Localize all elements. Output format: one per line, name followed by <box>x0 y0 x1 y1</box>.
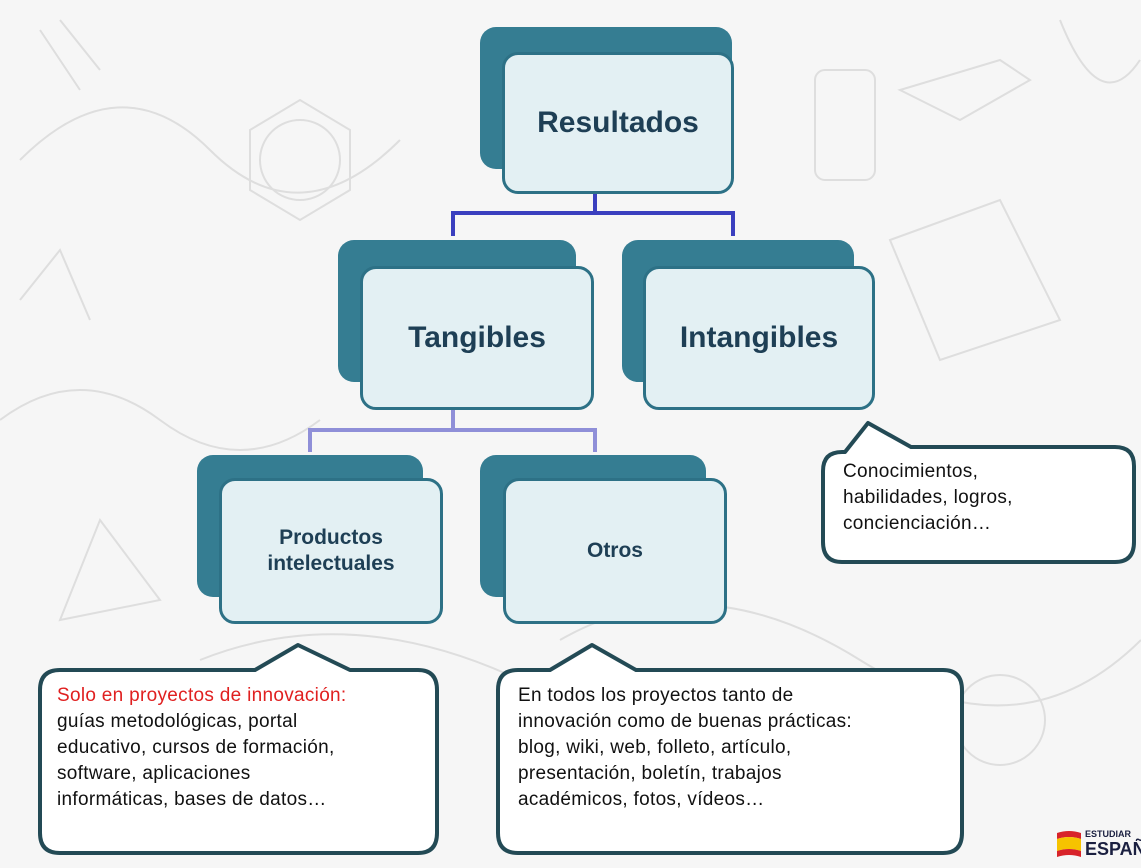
callout-line: informáticas, bases de datos… <box>57 789 327 810</box>
productos-callout-bubble <box>38 643 439 855</box>
productos-box: Productos intelectuales <box>219 478 443 624</box>
connector-bottom <box>308 410 597 452</box>
productos-callout-text: Solo en proyectos de innovación: guías m… <box>57 683 432 813</box>
callout-line: educativo, cursos de formación, <box>57 737 335 758</box>
estudiar-espana-logo: ESTUDIAR ESPAÑ <box>1055 827 1141 863</box>
intangibles-callout-text: Conocimientos, habilidades, logros, conc… <box>843 459 1128 537</box>
callout-line: Conocimientos, <box>843 461 979 482</box>
otros-box: Otros <box>503 478 727 624</box>
tangibles-box: Tangibles <box>360 266 594 410</box>
resultados-label: Resultados <box>537 106 699 140</box>
innovation-highlight: Solo en proyectos de innovación: <box>57 685 347 706</box>
otros-callout-text: En todos los proyectos tanto de innovaci… <box>518 683 958 813</box>
intangibles-label: Intangibles <box>679 321 839 355</box>
spain-flag-icon <box>1057 831 1081 857</box>
otros-callout-bubble <box>496 643 964 855</box>
callout-line: blog, wiki, web, folleto, artículo, <box>518 737 792 758</box>
callout-line: académicos, fotos, vídeos… <box>518 789 765 810</box>
callout-line: software, aplicaciones <box>57 763 251 784</box>
intangibles-box: Intangibles <box>643 266 875 410</box>
productos-label-line1: Productos <box>279 525 383 549</box>
callout-line: concienciación… <box>843 513 992 534</box>
otros-label: Otros <box>586 538 643 562</box>
tangibles-label: Tangibles <box>408 321 546 355</box>
callout-line: guías metodológicas, portal <box>57 711 298 732</box>
intangibles-callout-bubble <box>821 421 1136 564</box>
callout-line: En todos los proyectos tanto de <box>518 685 794 706</box>
callout-line: innovación como de buenas prácticas: <box>518 711 852 732</box>
productos-label: Productos intelectuales <box>267 525 394 578</box>
resultados-box: Resultados <box>502 52 734 194</box>
productos-label-line2: intelectuales <box>267 552 395 575</box>
callout-line: presentación, boletín, trabajos <box>518 763 782 784</box>
logo-line2: ESPAÑ <box>1085 839 1141 859</box>
callout-line: habilidades, logros, <box>843 487 1013 508</box>
connector-top <box>451 192 735 236</box>
logo-line1: ESTUDIAR <box>1085 829 1132 839</box>
